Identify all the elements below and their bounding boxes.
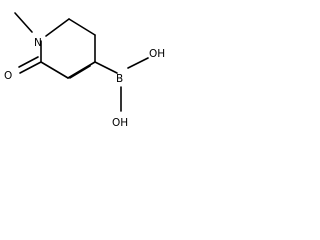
b-to-oh-top-bond — [127, 57, 149, 69]
hydroxyl-top-label: OH — [149, 48, 165, 60]
c3-to-c2-bond — [40, 61, 69, 79]
c4-to-c3-double-bond-outer — [67, 61, 96, 79]
molecule-canvas: N O B OH OH — [0, 0, 200, 133]
hydroxyl-bottom-label: OH — [112, 117, 128, 129]
boron-label: B — [116, 73, 123, 85]
carbonyl-double-bond-outer — [19, 61, 42, 74]
chemical-structure-diagram: N O B OH OH — [4, 12, 165, 129]
c4-to-b-bond — [94, 61, 118, 74]
c4-to-c3-double-bond-inner — [69, 65, 91, 79]
oxygen-label: O — [4, 70, 12, 82]
n-to-ch2-bond — [45, 18, 70, 37]
methyl-to-n-bond — [14, 12, 33, 33]
nitrogen-label: N — [34, 37, 42, 49]
carbonyl-double-bond-inner — [18, 56, 39, 68]
ch2-to-ch2-bond — [68, 18, 96, 36]
